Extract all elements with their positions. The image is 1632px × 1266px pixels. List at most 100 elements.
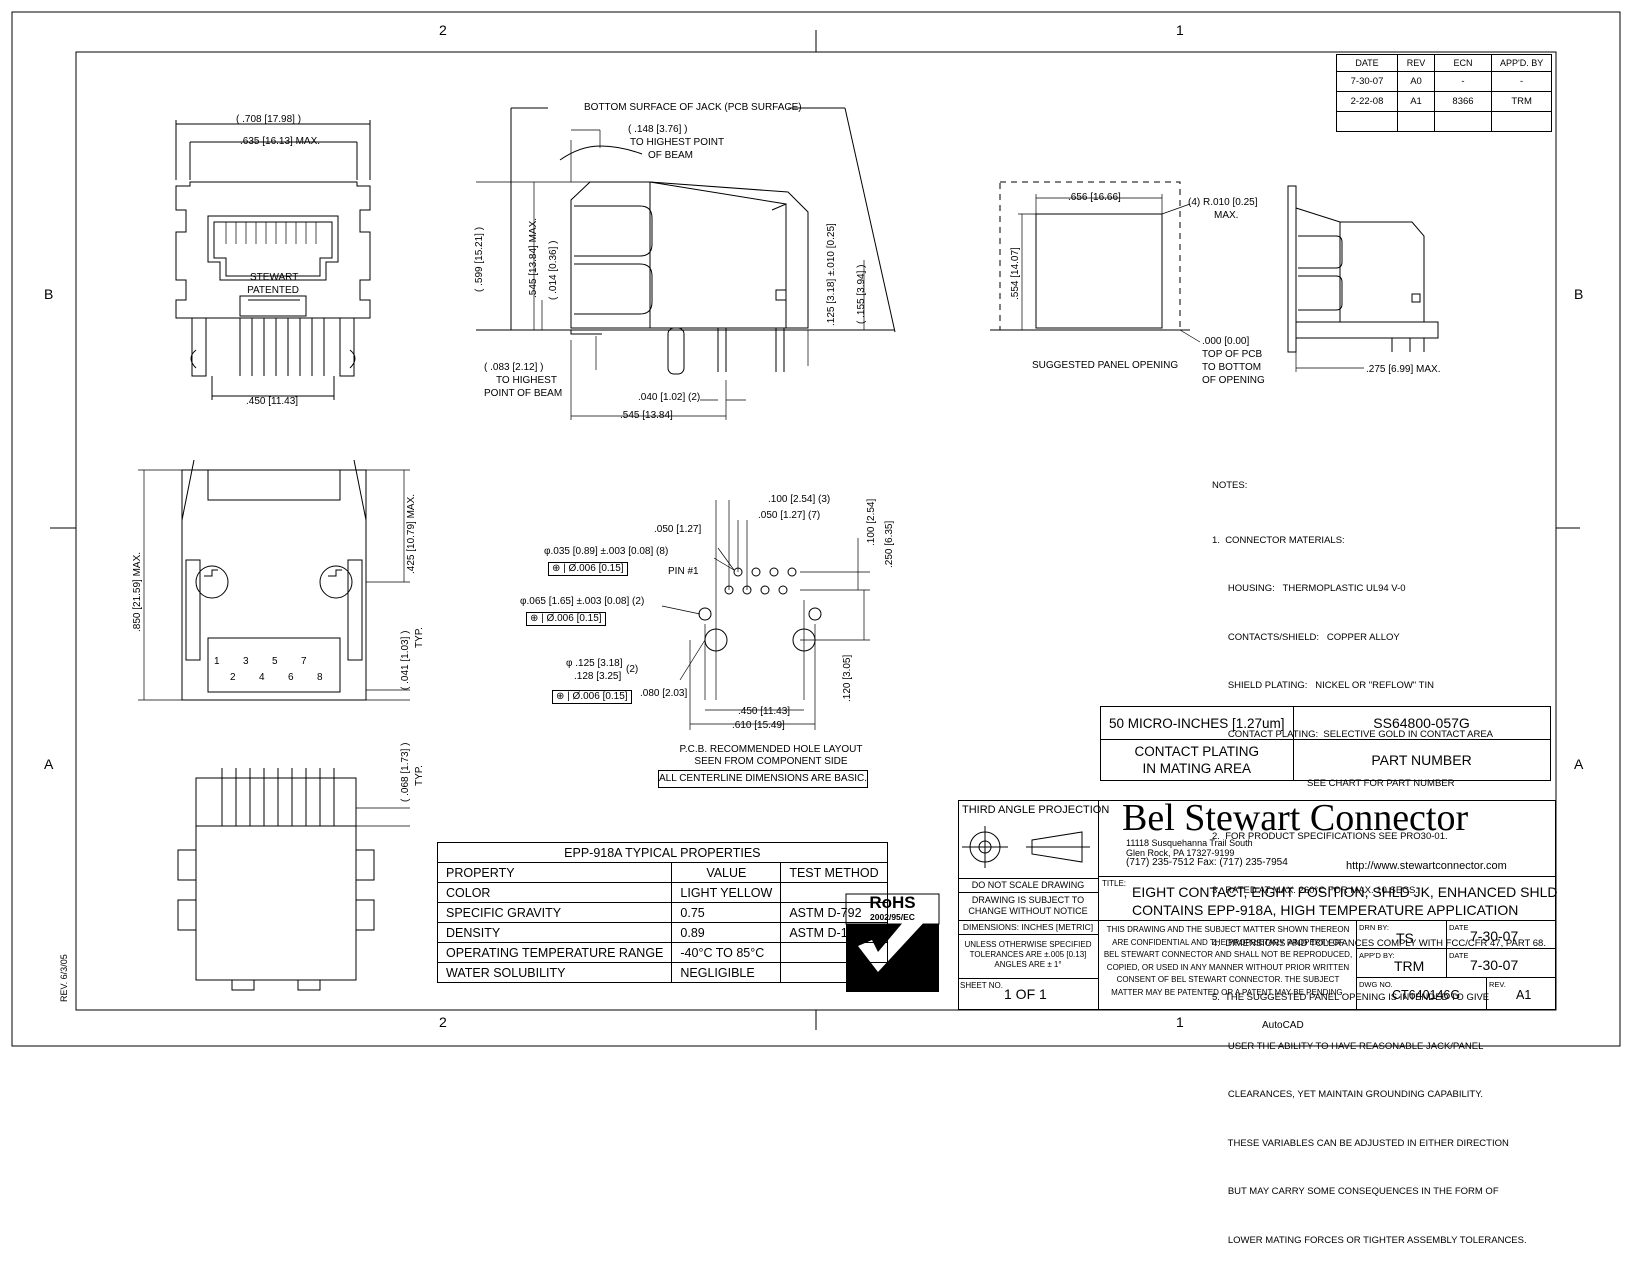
subject-note-2: CHANGE WITHOUT NOTICE (968, 906, 1088, 916)
note-line: 3. RATED AT MAX. 260°C FOR MAX. 10 SECS. (1212, 884, 1418, 896)
front-label-stewart: STEWART (250, 272, 299, 283)
position-icon: ⊕ (556, 691, 565, 702)
plating-value: 50 MICRO-INCHES [1.27um] (1100, 706, 1294, 740)
conf-line: THIS DRAWING AND THE SUBJECT MATTER SHOW… (1106, 925, 1350, 934)
note-line: 1. CONNECTOR MATERIALS: (1212, 534, 1345, 546)
title-rule (958, 878, 1098, 879)
note-line: 5. THE SUGGESTED PANEL OPENING IS INTEND… (1212, 991, 1490, 1003)
dwg-number: CT640146G (1392, 988, 1461, 1002)
confidentiality-notice: THIS DRAWING AND THE SUBJECT MATTER SHOW… (1100, 924, 1356, 999)
tolerance-frame: ⊕ | Ø.006 [0.15] (552, 690, 632, 704)
rev-cell: TRM (1490, 91, 1553, 112)
zone-label: B (44, 286, 54, 302)
hole-dim-100: .100 [2.54] (866, 498, 877, 546)
approved-date: 7-30-07 (1470, 957, 1519, 973)
rev-cell (1434, 111, 1492, 132)
notes-heading: NOTES: (1212, 480, 1248, 491)
front-dim-pins: .450 [11.43] (246, 396, 299, 407)
note-line: CLEARANCES, YET MAINTAIN GROUNDING CAPAB… (1212, 1089, 1483, 1101)
company-address-3: (717) 235-7512 Fax: (717) 235-7954 (1126, 857, 1288, 868)
pin1-label: PIN #1 (668, 566, 699, 577)
units-note: DIMENSIONS: INCHES [METRIC] (962, 922, 1094, 932)
hole-dim-100-3: .100 [2.54] (3) (768, 494, 831, 505)
tolerance-note-3: ANGLES ARE ± 1° (994, 960, 1062, 969)
revision-table: DATE REV ECN APP'D. BY 7-30-07 A0 - - 2-… (1336, 54, 1553, 132)
hole-dim-050-7: .050 [1.27] (7) (758, 510, 821, 521)
panel-dim-656: .656 [16.66] (1068, 192, 1121, 203)
date-label: DATE (1449, 923, 1469, 932)
front-dim-max: .635 [16.13] MAX. (240, 136, 321, 147)
position-icon: ⊕ (552, 563, 561, 574)
sheet-number: 1 OF 1 (1004, 986, 1047, 1002)
basic-note: ALL CENTERLINE DIMENSIONS ARE BASIC. (658, 770, 868, 788)
hole-035: φ.035 [0.89] ±.003 [0.08] (8) (544, 546, 669, 557)
panel-dim-275: .275 [6.99] MAX. (1366, 364, 1441, 375)
properties-header: TEST METHOD (780, 862, 888, 883)
hole-caption-line1: P.C.B. RECOMMENDED HOLE LAYOUT (679, 744, 863, 755)
hole-dim-080: .080 [2.03] (640, 688, 688, 699)
zone-label: 1 (1176, 22, 1184, 38)
rev-cell: 8366 (1434, 91, 1492, 112)
note-line: SEE CHART FOR PART NUMBER (1212, 777, 1455, 789)
rev-value: A1 (1516, 988, 1532, 1002)
side-dim-155: ( .155 [3.94] ) (856, 264, 867, 324)
note-line: THESE VARIABLES CAN BE ADJUSTED IN EITHE… (1212, 1137, 1509, 1149)
pin-number: 4 (259, 672, 265, 683)
property-cell: WATER SOLUBILITY (436, 962, 673, 983)
value-cell: NEGLIGIBLE (671, 962, 782, 983)
rev-cell (1397, 111, 1435, 132)
table-row: SPECIFIC GRAVITY 0.75 ASTM D-792 (436, 902, 888, 923)
panel-radius: (4) R.010 [0.25] (1188, 197, 1258, 208)
hole-125-qty: (2) (626, 664, 639, 675)
conf-line: CONSENT OF BEL STEWART CONNECTOR. THE SU… (1116, 975, 1340, 984)
top-dim-850: .850 [21.59] MAX. (132, 551, 143, 632)
pin-number: 3 (243, 656, 249, 667)
tolerance-value: Ø.006 [0.15] (546, 613, 602, 624)
panel-dim-000-line4: OF OPENING (1202, 375, 1265, 386)
pin-number: 2 (230, 672, 236, 683)
rev-cell: 2-22-08 (1336, 91, 1398, 112)
rev-cell: A1 (1397, 91, 1435, 112)
front-label-patented: PATENTED (247, 285, 299, 296)
conf-line: BEL STEWART CONNECTOR AND SHALL NOT BE R… (1103, 950, 1353, 959)
tolerance-frame: ⊕ | Ø.006 [0.15] (548, 562, 628, 576)
tolerance-note-1: UNLESS OTHERWISE SPECIFIED (964, 940, 1092, 949)
side-dim-040: .040 [1.02] (2) (638, 392, 701, 403)
table-row: WATER SOLUBILITY NEGLIGIBLE (436, 962, 888, 983)
hole-125-b: .128 [3.25] (574, 671, 622, 682)
rev-cell (1490, 111, 1553, 132)
note-line: SHIELD PLATING: NICKEL OR "REFLOW" TIN (1212, 680, 1434, 692)
value-cell: LIGHT YELLOW (671, 882, 782, 903)
side-dim-083: ( .083 [2.12] ) (484, 362, 544, 373)
zone-label: 2 (439, 1014, 447, 1030)
rohs-sub: 2002/95/EC (870, 912, 915, 922)
approved-by: TRM (1394, 958, 1425, 974)
side-dim-014: ( .014 [0.36] ) (548, 240, 559, 300)
side-dim-599: ( .599 [15.21] ) (474, 226, 485, 292)
value-cell: 0.89 (671, 922, 782, 943)
pin-number: 1 (214, 656, 220, 667)
title-rule (958, 934, 1098, 935)
conf-line: MATTER MAY BE PATENTED OR A PATENT MAY B… (1111, 987, 1345, 997)
rev-header: DATE (1336, 54, 1398, 72)
side-dim-125: .125 [3.18] ±.010 [0.25] (826, 223, 837, 326)
panel-dim-000-line2: TOP OF PCB (1202, 349, 1263, 360)
title-block (958, 800, 1556, 1010)
projection-label: THIRD ANGLE PROJECTION (962, 804, 1110, 816)
company-name: Bel Stewart Connector (1122, 797, 1469, 839)
hole-dim-050: .050 [1.27] (654, 524, 702, 535)
part-number-label: PART NUMBER (1292, 739, 1551, 781)
panel-dim-000-line3: TO BOTTOM (1202, 362, 1262, 373)
tolerance-value: Ø.006 [0.15] (568, 563, 624, 574)
panel-radius-max: MAX. (1214, 210, 1239, 221)
date-label: DATE (1449, 951, 1469, 960)
note-line: 2. FOR PRODUCT SPECIFICATIONS SEE PRO30-… (1212, 831, 1448, 843)
value-cell: -40°C TO 85°C (671, 942, 782, 963)
property-cell: DENSITY (436, 922, 673, 943)
hole-065: φ.065 [1.65] ±.003 [0.08] (2) (520, 596, 645, 607)
pin-number: 7 (301, 656, 307, 667)
rev-cell: 7-30-07 (1336, 71, 1398, 92)
conf-line: COPIED, OR USED IN ANY MANNER WITHOUT PR… (1106, 962, 1350, 972)
top-dim-041: ( .041 [1.03] ) (400, 630, 411, 690)
tolerance-frame: ⊕ | Ø.006 [0.15] (526, 612, 606, 626)
